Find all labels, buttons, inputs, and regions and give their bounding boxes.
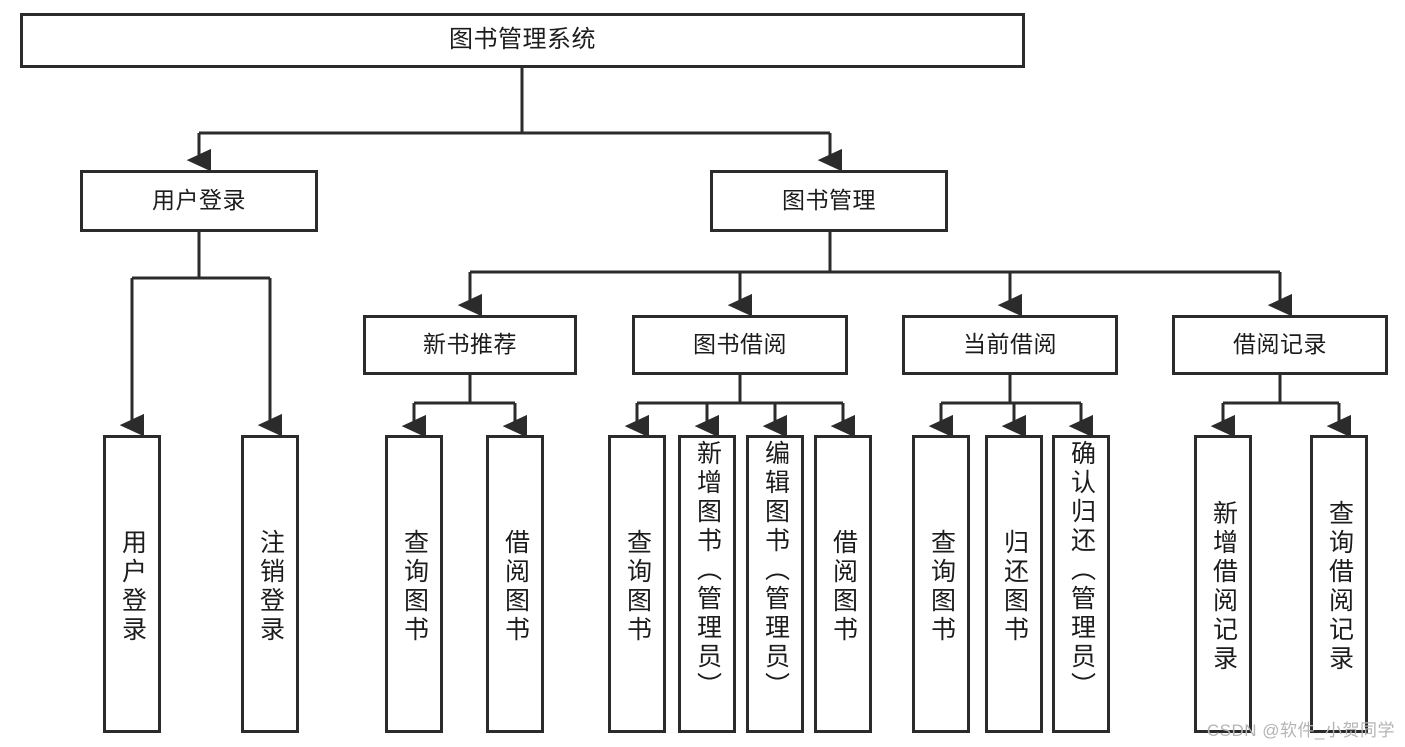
leaf-edit-book-label: 编辑图书（管理员） <box>761 440 790 701</box>
csdn-watermark: CSDN @软件_小贺同学 <box>1206 721 1395 740</box>
leaf-logout[interactable]: 注销登录 <box>241 435 299 733</box>
leaf-confirm-return[interactable]: 确认归还（管理员） <box>1052 435 1110 733</box>
leaf-add-book-label: 新增图书（管理员） <box>693 440 722 701</box>
leaf-borrow-book-rec-label: 借阅图书 <box>501 529 530 645</box>
node-book-manage[interactable]: 图书管理 <box>710 170 948 232</box>
leaf-confirm-return-label: 确认归还（管理员） <box>1067 440 1096 701</box>
leaf-borrow-book-label: 借阅图书 <box>829 529 858 645</box>
leaf-return-book-label: 归还图书 <box>1000 529 1029 645</box>
node-root[interactable]: 图书管理系统 <box>20 13 1025 68</box>
leaf-query-book-rec[interactable]: 查询图书 <box>385 435 443 733</box>
leaf-add-record-label: 新增借阅记录 <box>1209 500 1238 674</box>
node-new-book-rec-label: 新书推荐 <box>423 331 517 358</box>
leaf-user-login-label: 用户登录 <box>118 529 147 645</box>
node-book-borrow[interactable]: 图书借阅 <box>632 315 848 375</box>
leaf-query-record-label: 查询借阅记录 <box>1325 500 1354 674</box>
leaf-user-login[interactable]: 用户登录 <box>103 435 161 733</box>
leaf-query-book-borrow[interactable]: 查询图书 <box>608 435 666 733</box>
leaf-add-book[interactable]: 新增图书（管理员） <box>678 435 736 733</box>
leaf-borrow-book-rec[interactable]: 借阅图书 <box>486 435 544 733</box>
leaf-return-book[interactable]: 归还图书 <box>985 435 1043 733</box>
leaf-query-book-cur[interactable]: 查询图书 <box>912 435 970 733</box>
leaf-borrow-book[interactable]: 借阅图书 <box>814 435 872 733</box>
leaf-logout-label: 注销登录 <box>256 529 285 645</box>
node-book-borrow-label: 图书借阅 <box>693 331 787 358</box>
node-book-manage-label: 图书管理 <box>782 187 876 214</box>
leaf-edit-book[interactable]: 编辑图书（管理员） <box>746 435 804 733</box>
leaf-query-record[interactable]: 查询借阅记录 <box>1310 435 1368 733</box>
node-user-login-label: 用户登录 <box>152 187 246 214</box>
node-root-label: 图书管理系统 <box>449 26 596 54</box>
node-borrow-record-label: 借阅记录 <box>1233 331 1327 358</box>
leaf-query-book-cur-label: 查询图书 <box>927 529 956 645</box>
leaf-add-record[interactable]: 新增借阅记录 <box>1194 435 1252 733</box>
leaf-query-book-rec-label: 查询图书 <box>400 529 429 645</box>
node-borrow-record[interactable]: 借阅记录 <box>1172 315 1388 375</box>
leaf-query-book-borrow-label: 查询图书 <box>623 529 652 645</box>
node-new-book-rec[interactable]: 新书推荐 <box>363 315 577 375</box>
node-current-borrow-label: 当前借阅 <box>963 331 1057 358</box>
node-user-login[interactable]: 用户登录 <box>80 170 318 232</box>
node-current-borrow[interactable]: 当前借阅 <box>902 315 1118 375</box>
